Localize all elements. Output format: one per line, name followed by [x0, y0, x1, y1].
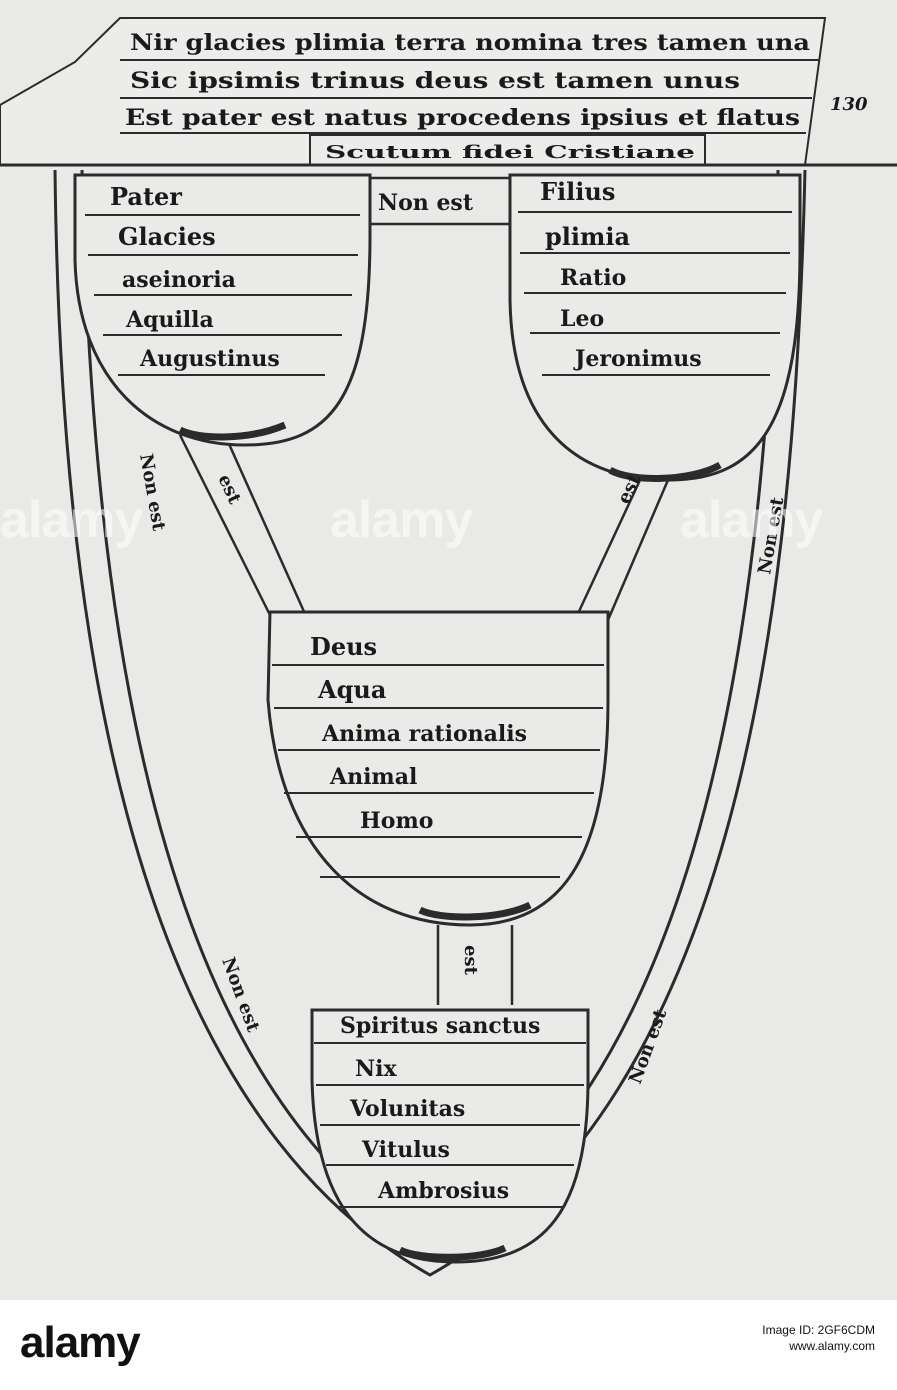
- pater-term-3: aseinoria: [122, 267, 236, 293]
- pater-term-4: Aquilla: [125, 307, 214, 333]
- image-id: Image ID: 2GF6CDM: [762, 1323, 875, 1337]
- header-box: Nir glacies plimia terra nomina tres tam…: [0, 17, 897, 167]
- folio-number: 130: [830, 94, 868, 115]
- image-id-block: Image ID: 2GF6CDM www.alamy.com: [762, 1322, 875, 1354]
- header-line-3: Est pater est natus procedens ipsius et …: [125, 105, 800, 131]
- pater-term-1: Pater: [110, 182, 182, 211]
- filius-term-2: plimia: [545, 222, 630, 251]
- pater-term-5: Augustinus: [139, 346, 280, 372]
- spiritus-term-4: Vitulus: [361, 1137, 450, 1163]
- spiritus-term-1: Spiritus sanctus: [340, 1013, 540, 1039]
- deus-term-1: Deus: [310, 632, 377, 661]
- spiritus-term-3: Volunitas: [349, 1096, 465, 1122]
- watermark-text: alamy: [0, 491, 143, 549]
- spiritus-term-2: Nix: [355, 1056, 397, 1082]
- link-right-outer-bottom: Non est: [625, 1006, 672, 1087]
- shield-of-faith-diagram: Nir glacies plimia terra nomina tres tam…: [0, 17, 897, 1277]
- manuscript-page: Nir glacies plimia terra nomina tres tam…: [0, 0, 897, 1300]
- site-link[interactable]: www.alamy.com: [789, 1339, 875, 1353]
- bowl-filius: Filius plimia Ratio Leo Jeronimus: [508, 173, 802, 482]
- alamy-logo[interactable]: alamy: [20, 1318, 141, 1367]
- deus-term-2: Aqua: [317, 675, 386, 704]
- filius-term-1: Filius: [540, 177, 615, 206]
- header-line-1: Nir glacies plimia terra nomina tres tam…: [130, 30, 810, 56]
- header-line-2: Sic ipsimis trinus deus est tamen unus: [130, 68, 740, 94]
- header-caption: Scutum fidei Cristiane: [325, 142, 695, 163]
- spiritus-term-5: Ambrosius: [377, 1178, 509, 1204]
- deus-term-3: Anima rationalis: [321, 721, 527, 747]
- filius-term-4: Leo: [560, 306, 604, 332]
- link-top-label: Non est: [378, 190, 474, 216]
- watermark-text: alamy: [330, 491, 473, 549]
- bowl-spiritus: Spiritus sanctus Nix Volunitas Vitulus A…: [310, 1008, 590, 1264]
- deus-term-5: Homo: [360, 808, 433, 834]
- filius-term-5: Jeronimus: [573, 346, 702, 372]
- filius-term-3: Ratio: [560, 265, 626, 291]
- pater-term-2: Glacies: [118, 222, 216, 251]
- deus-term-4: Animal: [329, 764, 417, 790]
- stock-footer: [0, 1300, 897, 1390]
- watermark-text: alamy: [680, 491, 823, 549]
- bowl-deus: Deus Aqua Anima rationalis Animal Homo: [266, 610, 610, 927]
- link-pater-deus: est: [213, 471, 245, 508]
- link-deus-spiritus: est: [460, 945, 481, 976]
- link-left-outer-bottom: Non est: [217, 955, 264, 1036]
- bowl-pater: Pater Glacies aseinoria Aquilla Augustin…: [73, 173, 372, 447]
